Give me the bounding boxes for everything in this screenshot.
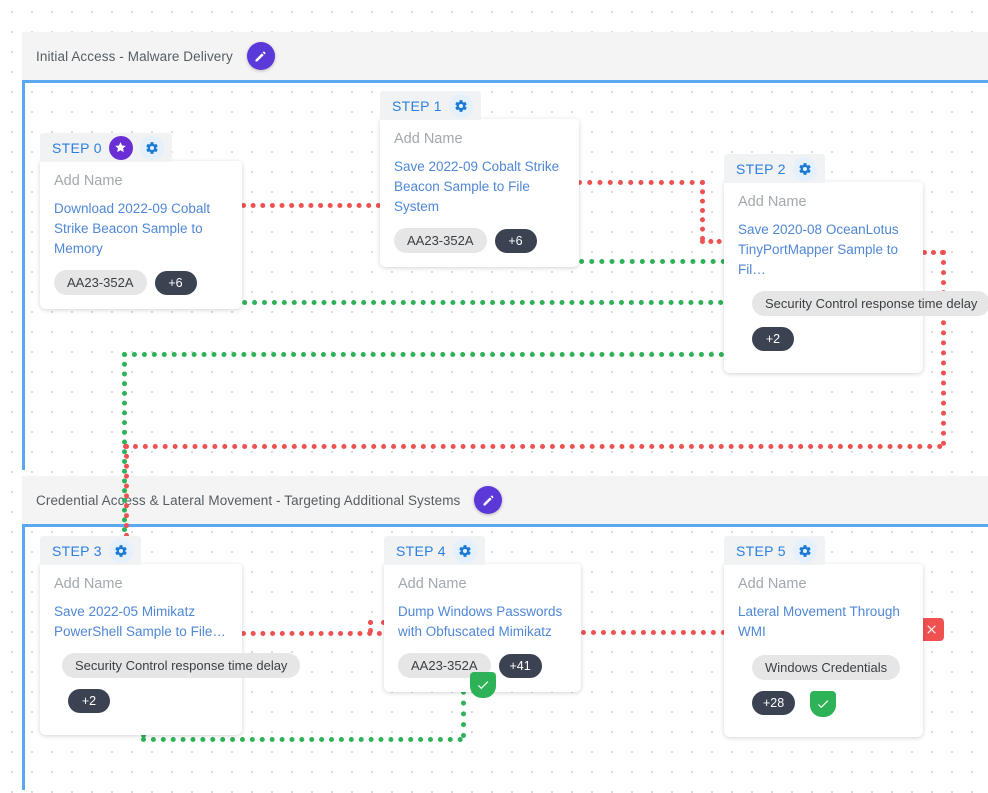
step-label: STEP 0 xyxy=(52,139,102,156)
connector-red-step0-step1 xyxy=(241,203,381,208)
connector-green-step3-across xyxy=(141,737,463,742)
step-label: STEP 5 xyxy=(736,542,786,559)
step-action-link[interactable]: Dump Windows Passwords with Obfuscated M… xyxy=(398,604,563,640)
star-icon[interactable] xyxy=(108,135,133,160)
edit-section-button[interactable] xyxy=(474,486,503,514)
step-chip[interactable]: AA23-352A xyxy=(54,270,147,296)
status-badge-success[interactable] xyxy=(810,691,836,717)
connector-green-step4-up xyxy=(461,679,466,738)
connector-red-step2-down xyxy=(941,250,946,446)
status-badge-failure[interactable] xyxy=(918,618,944,641)
step-name-input[interactable]: Add Name xyxy=(738,194,807,210)
step-tab[interactable]: STEP 0 xyxy=(40,133,172,162)
gear-icon[interactable] xyxy=(139,135,164,160)
star-icon-glyph xyxy=(115,142,127,153)
step-count-pill[interactable]: +2 xyxy=(68,689,110,714)
gear-icon[interactable] xyxy=(448,93,473,118)
gear-icon-glyph xyxy=(114,544,127,557)
step-tab[interactable]: STEP 4 xyxy=(384,536,485,565)
step-action-link[interactable]: Save 2022-05 Mimikatz PowerShell Sample … xyxy=(54,604,226,640)
gear-icon[interactable] xyxy=(792,538,817,563)
step-tab[interactable]: STEP 5 xyxy=(724,536,825,565)
step-label: STEP 4 xyxy=(396,542,446,559)
step-name-input[interactable]: Add Name xyxy=(54,576,123,592)
check-icon xyxy=(477,681,489,690)
step-count-pill[interactable]: +41 xyxy=(498,653,542,678)
connector-red-bottom-across xyxy=(123,444,943,449)
gear-icon-glyph xyxy=(798,162,811,175)
gear-icon-glyph xyxy=(454,99,467,112)
section-header: Initial Access - Malware Delivery xyxy=(22,32,988,80)
gear-icon-glyph xyxy=(798,544,811,557)
step-chip-row: AA23-352A +6 xyxy=(54,270,228,296)
step-count-pill[interactable]: +28 xyxy=(752,691,796,716)
gear-icon-glyph xyxy=(458,544,471,557)
step-card-body[interactable]: Add Name Save 2020-08 OceanLotus TinyPor… xyxy=(724,182,988,374)
step-chip[interactable]: Windows Credentials xyxy=(752,655,901,681)
step-node-1[interactable]: STEP 1 Add Name Save 2022-09 Cobalt Stri… xyxy=(380,91,579,268)
connector-red-step3-step4-in xyxy=(368,620,386,625)
close-icon xyxy=(926,625,936,634)
gear-icon[interactable] xyxy=(452,538,477,563)
check-icon xyxy=(817,700,829,709)
step-label: STEP 3 xyxy=(52,542,102,559)
step-node-2[interactable]: STEP 2 Add Name Save 2020-08 OceanLotus … xyxy=(724,154,988,374)
connector-red-step2-out xyxy=(922,250,945,255)
step-chip-row: Security Control response time delay +2 xyxy=(54,653,301,721)
step-action-link[interactable]: Save 2022-09 Cobalt Strike Beacon Sample… xyxy=(394,159,560,215)
step-chip-row: AA23-352A +6 xyxy=(394,228,565,254)
connector-red-step3-step4-up xyxy=(368,620,373,633)
step-label: STEP 2 xyxy=(736,160,786,177)
connector-green-step0-across xyxy=(143,300,823,305)
pencil-icon xyxy=(483,494,494,505)
connector-red-down-to-step3 xyxy=(124,444,129,538)
connector-green-step2-across xyxy=(122,352,824,357)
connector-red-step1-step2-in xyxy=(700,239,730,244)
section-canvas[interactable] xyxy=(22,524,988,790)
step-chip-row: Security Control response time delay +2 xyxy=(738,291,988,359)
step-card-body[interactable]: Add Name Save 2022-09 Cobalt Strike Beac… xyxy=(380,119,579,268)
section-title: Initial Access - Malware Delivery xyxy=(36,48,233,64)
step-name-input[interactable]: Add Name xyxy=(394,131,463,147)
step-label: STEP 1 xyxy=(392,97,442,114)
step-tab[interactable]: STEP 1 xyxy=(380,91,481,120)
section-credential-access: Credential Access & Lateral Movement - T… xyxy=(22,476,988,790)
step-action-link[interactable]: Lateral Movement Through WMI xyxy=(738,604,900,640)
gear-icon-glyph xyxy=(145,141,158,154)
step-node-0[interactable]: STEP 0 Add Name Download 2022-09 Cobalt … xyxy=(40,133,242,310)
step-count-pill[interactable]: +6 xyxy=(154,270,197,295)
pencil-icon xyxy=(255,50,266,61)
step-action-link[interactable]: Download 2022-09 Cobalt Strike Beacon Sa… xyxy=(54,201,211,257)
step-name-input[interactable]: Add Name xyxy=(398,576,467,592)
step-chip[interactable]: AA23-352A xyxy=(394,228,487,254)
gear-icon[interactable] xyxy=(792,156,817,181)
step-chip-row: Windows Credentials +28 xyxy=(738,655,909,723)
connector-red-step3-step4 xyxy=(241,631,382,636)
connector-green-step1-across xyxy=(478,259,726,264)
section-initial-access: Initial Access - Malware Delivery xyxy=(22,32,988,470)
connector-red-step1-step2-top xyxy=(577,180,705,185)
step-count-pill[interactable]: +2 xyxy=(752,327,794,352)
step-tab[interactable]: STEP 2 xyxy=(724,154,825,183)
step-chip[interactable]: Security Control response time delay xyxy=(752,291,988,317)
step-name-input[interactable]: Add Name xyxy=(54,173,123,189)
step-card-body[interactable]: Add Name Save 2022-05 Mimikatz PowerShel… xyxy=(40,564,301,736)
section-canvas[interactable] xyxy=(22,80,988,470)
step-card-body[interactable]: Add Name Download 2022-09 Cobalt Strike … xyxy=(40,161,242,310)
step-name-input[interactable]: Add Name xyxy=(738,576,807,592)
step-tab[interactable]: STEP 3 xyxy=(40,536,141,565)
step-node-3[interactable]: STEP 3 Add Name Save 2022-05 Mimikatz Po… xyxy=(40,536,301,736)
section-header: Credential Access & Lateral Movement - T… xyxy=(22,476,988,524)
step-node-4[interactable]: STEP 4 Add Name Dump Windows Passwords w… xyxy=(384,536,581,693)
section-title: Credential Access & Lateral Movement - T… xyxy=(36,492,461,508)
connector-red-step1-step2-down xyxy=(700,180,705,241)
step-chip[interactable]: Security Control response time delay xyxy=(62,653,301,679)
step-count-pill[interactable]: +6 xyxy=(494,228,537,253)
edit-section-button[interactable] xyxy=(246,42,275,70)
gear-icon[interactable] xyxy=(108,538,133,563)
status-badge-success[interactable] xyxy=(470,672,496,698)
step-action-link[interactable]: Save 2020-08 OceanLotus TinyPortMapper S… xyxy=(738,222,899,278)
